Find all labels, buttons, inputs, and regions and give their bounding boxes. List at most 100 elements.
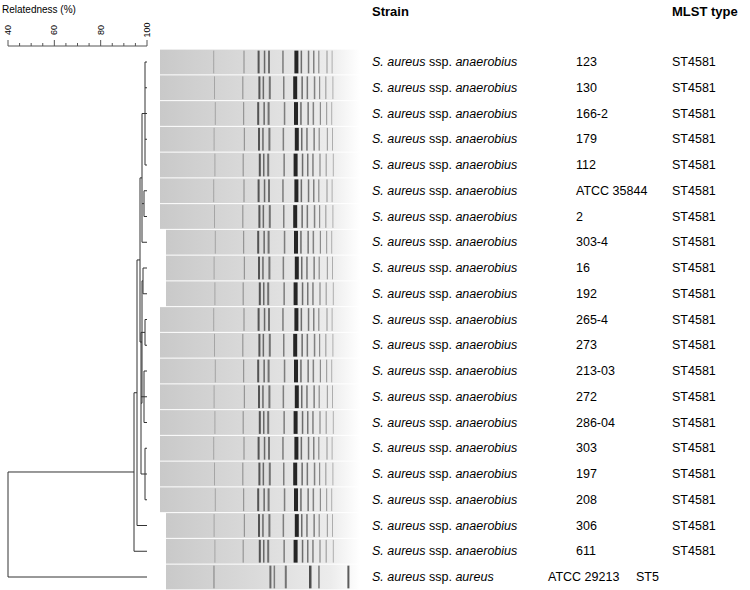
- gel-lane: [160, 487, 360, 512]
- name-part: ssp.: [429, 313, 455, 327]
- name-part: ssp.: [429, 441, 455, 455]
- name-part: ssp.: [429, 158, 455, 172]
- tree-branch: [141, 403, 142, 404]
- axis-tick: [31, 43, 32, 46]
- tree-branch: [144, 371, 147, 372]
- column-header: MLST type: [672, 4, 738, 20]
- gel-lane: [166, 230, 360, 255]
- name-part: ssp.: [429, 81, 455, 95]
- tree-branch: [145, 474, 147, 475]
- name-part: S.: [372, 416, 387, 430]
- strain-id: 16: [576, 260, 590, 276]
- strain-species: S. aureus ssp. anaerobius: [372, 234, 517, 250]
- name-part: anaerobius: [455, 519, 517, 533]
- tick-label: 80: [93, 25, 109, 35]
- tree-branch: [140, 177, 142, 178]
- relatedness-axis: [8, 40, 147, 46]
- axis-tick: [42, 43, 43, 46]
- tree-branch: [8, 577, 147, 578]
- strain-id: 286-04: [576, 415, 615, 431]
- name-part: S.: [372, 158, 387, 172]
- strain-id: 272: [576, 389, 597, 405]
- name-part: S.: [372, 493, 387, 507]
- strain-species: S. aureus ssp. anaerobius: [372, 466, 517, 482]
- name-part: aureus: [387, 338, 429, 352]
- name-part: ssp.: [429, 55, 455, 69]
- name-part: anaerobius: [455, 287, 517, 301]
- mlst-type: ST4581: [672, 183, 716, 199]
- tree-branch: [145, 87, 147, 88]
- strain-id: 213-03: [576, 363, 615, 379]
- gel-lane: [160, 204, 360, 229]
- tree-branch: [145, 62, 147, 63]
- name-part: aureus: [387, 261, 429, 275]
- strain-id: ATCC 29213: [548, 569, 619, 585]
- mlst-type: ST5: [636, 569, 659, 585]
- name-part: anaerobius: [455, 493, 517, 507]
- tree-branch: [144, 216, 147, 217]
- strain-species: S. aureus ssp. anaerobius: [372, 131, 517, 147]
- tree-branch: [137, 525, 147, 526]
- mlst-type: ST4581: [672, 543, 716, 559]
- axis-tick: [19, 43, 20, 46]
- name-part: S.: [372, 467, 387, 481]
- gel-lane: [160, 333, 360, 358]
- name-part: aureus: [387, 519, 429, 533]
- name-part: S.: [372, 338, 387, 352]
- strain-id: 273: [576, 337, 597, 353]
- axis-tick: [65, 43, 66, 46]
- name-part: ssp.: [429, 235, 455, 249]
- name-part: ssp.: [429, 493, 455, 507]
- column-header: Strain: [372, 4, 409, 20]
- gel-lane: [166, 256, 360, 281]
- gel-lane: [160, 75, 360, 100]
- name-part: ssp.: [429, 570, 455, 584]
- strain-species: S. aureus ssp. anaerobius: [372, 337, 517, 353]
- mlst-type: ST4581: [672, 106, 716, 122]
- name-part: S.: [372, 519, 387, 533]
- name-part: aureus: [387, 184, 429, 198]
- tree-branch: [134, 392, 137, 393]
- gel-lane: [160, 384, 360, 409]
- name-part: S.: [372, 184, 387, 198]
- strain-species: S. aureus ssp. anaerobius: [372, 492, 517, 508]
- tick-label: 60: [46, 25, 62, 35]
- strain-id: 197: [576, 466, 597, 482]
- name-part: anaerobius: [455, 313, 517, 327]
- tree-branch: [145, 345, 147, 346]
- name-part: anaerobius: [455, 416, 517, 430]
- axis-tick: [8, 40, 9, 46]
- tree-branch: [141, 474, 145, 475]
- axis-tick: [77, 43, 78, 46]
- name-part: ssp.: [429, 210, 455, 224]
- mlst-type: ST4581: [672, 337, 716, 353]
- name-part: aureus: [387, 364, 429, 378]
- tree-branch: [140, 342, 142, 343]
- mlst-type: ST4581: [672, 466, 716, 482]
- tree-branch: [144, 396, 147, 397]
- name-part: aureus: [387, 441, 429, 455]
- gel-lane: [160, 101, 360, 126]
- name-part: ssp.: [429, 107, 455, 121]
- strain-species: S. aureus ssp. anaerobius: [372, 209, 517, 225]
- mlst-type: ST4581: [672, 518, 716, 534]
- tree-branch: [145, 319, 147, 320]
- mlst-type: ST4581: [672, 131, 716, 147]
- name-part: S.: [372, 390, 387, 404]
- strain-species: S. aureus ssp. anaerobius: [372, 54, 517, 70]
- strain-species: S. aureus ssp. anaerobius: [372, 183, 517, 199]
- mlst-type: ST4581: [672, 260, 716, 276]
- mlst-type: ST4581: [672, 157, 716, 173]
- tree-branch: [142, 203, 144, 204]
- tree-branch: [143, 268, 144, 294]
- name-part: S.: [372, 261, 387, 275]
- name-part: aureus: [387, 416, 429, 430]
- name-part: S.: [372, 364, 387, 378]
- strain-species: S. aureus ssp. anaerobius: [372, 106, 517, 122]
- strain-species: S. aureus ssp. anaerobius: [372, 518, 517, 534]
- name-part: S.: [372, 287, 387, 301]
- axis-tick: [147, 40, 148, 46]
- strain-id: 265-4: [576, 312, 608, 328]
- strain-id: 303: [576, 440, 597, 456]
- name-part: ssp.: [429, 390, 455, 404]
